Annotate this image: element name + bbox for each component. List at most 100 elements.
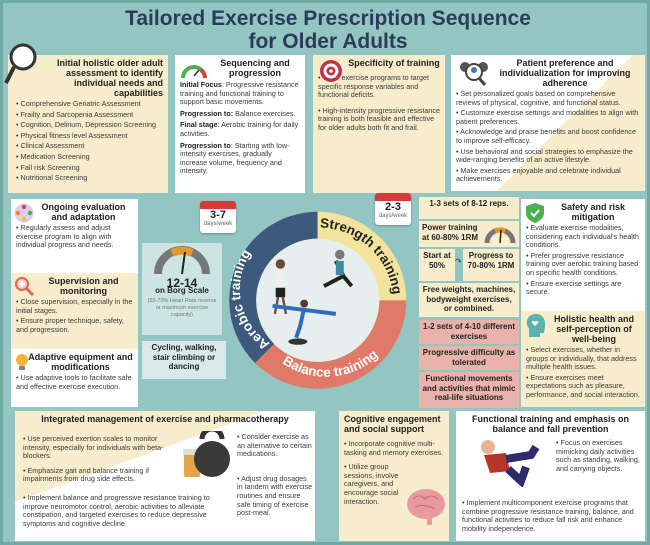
list-item: Adjust drug dosages in tandem with exerc…	[237, 474, 313, 518]
list-item: Comprehensive Geriatric Assessment	[16, 99, 163, 109]
borg-note: (55-70% Heart Rate reserve or maximum ex…	[147, 297, 217, 318]
assessment-list: Comprehensive Geriatric Assessment Frail…	[16, 99, 163, 183]
wheel-center	[254, 237, 381, 364]
cognitive-title: Cognitive engagement and social support	[344, 414, 441, 434]
list-item: Incorporate cognitive multi-tasking and …	[344, 439, 444, 457]
lunging-person-icon	[323, 249, 354, 288]
sequencing-item: Progression to: Starting with low-intens…	[180, 140, 300, 176]
magnifier-icon	[4, 43, 37, 84]
list-item: Medication Screening	[16, 152, 163, 162]
strength-progress: Progress to 70-80% 1RM	[463, 249, 519, 281]
gauge-icon	[181, 65, 207, 79]
list-item: Implement balance and progressive resist…	[23, 493, 223, 528]
list-item: Prefer progressive resistance training o…	[526, 251, 640, 278]
list-item: High-intensity progressive resistance tr…	[318, 106, 440, 133]
borg-label: on Borg Scale	[155, 286, 209, 296]
pharma-panel: Integrated management of exercise and ph…	[15, 411, 315, 541]
item-text: : Progressive resistance training and fu…	[180, 80, 299, 107]
list-item: Evaluate exercise modalities, considerin…	[526, 223, 640, 250]
item-label: Progression to:	[180, 108, 234, 118]
aerobic-segment	[229, 211, 318, 363]
sequencing-item: Final stage: Aerobic training for daily …	[180, 121, 300, 138]
borg-value: 12-14	[166, 275, 198, 290]
specificity-title: Specificity of training	[348, 58, 440, 68]
item-label: Final stage	[180, 120, 218, 130]
safety-list: Evaluate exercise modalities, considerin…	[526, 223, 640, 297]
balance-functional: Functional movements and activities that…	[419, 372, 519, 408]
strength-sets: 1-3 sets of 8-12 reps.	[419, 197, 519, 219]
calendar-top	[200, 201, 236, 209]
list-item: Close supervision, especially in the ini…	[16, 297, 133, 315]
title-line-1: Tailored Exercise Prescription Sequence	[125, 7, 531, 30]
intensity-gauge-icon	[154, 246, 210, 275]
supervision-list: Close supervision, especially in the ini…	[16, 297, 133, 334]
adaptive-panel: Adaptive equipment and modifications Use…	[11, 349, 138, 407]
cognitive-panel: Cognitive engagement and social support …	[339, 411, 449, 541]
list-item: Utilize group sessions, involve caregive…	[344, 462, 406, 506]
item-text: : Aerobic training for daily activities.	[180, 120, 299, 138]
ongoing-panel: Ongoing evaluation and adaptation Regula…	[11, 199, 138, 273]
pharma-right-list: Consider exercise as an alternative to c…	[237, 431, 313, 518]
list-item: Nutritional Screening	[16, 174, 163, 183]
preference-panel: Patient preference and individualization…	[451, 55, 645, 191]
power-training: Power training at 60-80% 1RM	[419, 221, 519, 247]
safety-title: Safety and risk mitigation	[560, 202, 626, 222]
list-item: Clinical Assessment	[16, 142, 163, 151]
list-item: Use perceived exertion scales to monitor…	[23, 434, 183, 461]
lightbulb-icon	[16, 354, 28, 370]
list-item: Focus on exercises mimicking daily activ…	[556, 438, 640, 473]
item-label: Initial Focus	[180, 80, 222, 89]
supervision-title: Supervision and monitoring	[48, 276, 119, 296]
item-text: Balance exercises.	[233, 108, 296, 118]
ongoing-title: Ongoing evaluation and adaptation	[41, 202, 126, 222]
power-gauge-icon	[484, 227, 516, 244]
functional-title: Functional training and emphasis on bala…	[471, 414, 629, 434]
falling-person-icon	[481, 440, 540, 487]
list-item: Fall risk Screening	[16, 163, 163, 173]
safety-panel: Safety and risk mitigation Evaluate exer…	[521, 199, 645, 311]
item-text: : Starting with low-intensity exercises,…	[180, 140, 290, 176]
list-item: Tailor exercise programs to target speci…	[318, 73, 440, 100]
target-icon	[320, 60, 342, 82]
item-label: Progression to	[180, 140, 231, 150]
list-item: Acknowledge and praise benefits and boos…	[456, 128, 640, 145]
kettlebell-pills-icon	[183, 431, 230, 477]
assessment-title: Initial holistic older adult assessment …	[56, 58, 163, 98]
aerobic-activities: Cycling, walking, stair climbing or danc…	[142, 341, 226, 379]
title-line-2: for Older Adults	[248, 30, 408, 53]
strength-days-unit: days/week	[378, 213, 408, 219]
list-item: Emphasize gait and balance training if i…	[23, 466, 183, 484]
borg-panel: 12-14 on Borg Scale (55-70% Heart Rate r…	[142, 243, 222, 335]
balance-difficulty: Progressive difficulty as tolerated	[419, 346, 519, 370]
list-item: Select exercises, whether in groups or i…	[526, 345, 640, 372]
list-item: Set personalized goals based on comprehe…	[456, 89, 640, 107]
cycle-icon	[14, 203, 34, 223]
preference-list: Set personalized goals based on comprehe…	[456, 89, 640, 184]
list-item: Ensure proper technique, safety, and pro…	[16, 316, 133, 334]
sequencing-title: Sequencing and progression	[220, 58, 290, 78]
list-item: Regularly assess and adjust exercise pro…	[16, 223, 133, 250]
holistic-title: Holistic health and self-perception of w…	[553, 314, 634, 344]
list-item: Use adaptive tools to facilitate safe an…	[16, 373, 133, 391]
specificity-list: Tailor exercise programs to target speci…	[318, 73, 440, 133]
balance-segment	[255, 300, 407, 389]
cognitive-list: Incorporate cognitive multi-tasking and …	[344, 439, 444, 506]
strength-start: Start at 50%	[419, 249, 455, 281]
people-search-icon	[460, 62, 488, 86]
strength-segment	[317, 211, 407, 301]
list-item: Consider exercise as an alternative to c…	[237, 432, 313, 459]
training-wheel: Aerobic training Strength training Balan…	[228, 211, 407, 389]
preference-title: Patient preference and individualization…	[499, 58, 631, 88]
functional-panel: Functional training and emphasis on bala…	[456, 411, 645, 541]
aerobic-days-unit: days/week	[203, 221, 233, 227]
head-heart-icon	[526, 314, 546, 337]
sequencing-item: Initial Focus: Progressive resistance tr…	[180, 80, 300, 107]
calendar-top	[375, 193, 411, 201]
balancing-person-icon	[272, 299, 337, 345]
list-item: Ensure exercise settings are secure.	[526, 279, 640, 297]
ongoing-list: Regularly assess and adjust exercise pro…	[16, 223, 133, 250]
